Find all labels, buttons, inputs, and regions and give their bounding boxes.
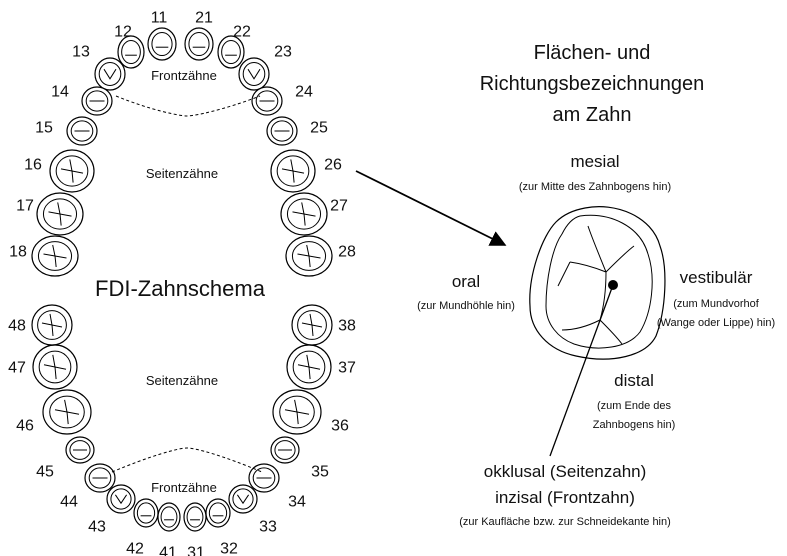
- tooth-23: [239, 58, 269, 90]
- tooth-number-16: 16: [24, 157, 42, 174]
- tooth-15: [67, 117, 97, 145]
- tooth-25: [267, 117, 297, 145]
- tooth-24: [252, 87, 282, 115]
- tooth-22: [218, 36, 244, 68]
- tooth-number-23: 23: [274, 44, 292, 61]
- tooth-27: [281, 193, 327, 235]
- tooth-33: [229, 485, 257, 513]
- distal-term: distal: [614, 371, 654, 390]
- tooth-42: [134, 499, 158, 527]
- tooth-45: [66, 437, 94, 463]
- occlusal-term: okklusal (Seitenzahn): [484, 462, 647, 481]
- tooth-44: [85, 464, 115, 492]
- distal-note-line-1: (zum Ende des: [597, 400, 671, 412]
- tooth-43: [107, 485, 135, 513]
- oral-term: oral: [452, 272, 480, 291]
- tooth-48: [32, 305, 72, 345]
- tooth-number-18: 18: [9, 244, 27, 261]
- detail-heading-line-3: am Zahn: [553, 104, 632, 126]
- tooth-47: [33, 345, 77, 389]
- incisal-term: inzisal (Frontzahn): [495, 488, 635, 507]
- vestibular-note-line-2: (Wange oder Lippe) hin): [657, 317, 775, 329]
- tooth-number-24: 24: [295, 84, 313, 101]
- tooth-11: [148, 28, 176, 60]
- detail-tooth-outline: [530, 207, 665, 359]
- tooth-number-15: 15: [35, 120, 53, 137]
- detail-heading-line-2: Richtungsbezeichnungen: [480, 73, 705, 95]
- tooth-32: [206, 499, 230, 527]
- diagram-title: FDI-Zahnschema: [95, 276, 266, 301]
- tooth-number-27: 27: [330, 198, 348, 215]
- tooth-number-13: 13: [72, 44, 90, 61]
- occlusal-note: (zur Kaufläche bzw. zur Schneidekante hi…: [459, 516, 671, 528]
- tooth-number-14: 14: [51, 84, 69, 101]
- tooth-number-35: 35: [311, 464, 329, 481]
- mesial-term: mesial: [570, 152, 619, 171]
- tooth-number-33: 33: [259, 519, 277, 536]
- tooth-number-45: 45: [36, 464, 54, 481]
- tooth-number-47: 47: [8, 360, 26, 377]
- tooth-28: [286, 236, 332, 276]
- tooth-number-37: 37: [338, 360, 356, 377]
- tooth-number-43: 43: [88, 519, 106, 536]
- tooth-46: [43, 390, 91, 434]
- tooth-number-28: 28: [338, 244, 356, 261]
- tooth-number-25: 25: [310, 120, 328, 137]
- tooth-number-26: 26: [324, 157, 342, 174]
- tooth-38: [292, 305, 332, 345]
- vestibular-note-line-1: (zum Mundvorhof: [673, 298, 760, 310]
- upper-side-label: Seitenzähne: [146, 166, 218, 181]
- tooth-37: [287, 345, 331, 389]
- tooth-number-46: 46: [16, 418, 34, 435]
- tooth-31: [184, 503, 206, 531]
- oral-note: (zur Mundhöhle hin): [417, 300, 515, 312]
- tooth-36: [273, 390, 321, 434]
- tooth-17: [37, 193, 83, 235]
- tooth-number-11: 11: [151, 10, 168, 27]
- tooth-14: [82, 87, 112, 115]
- upper-front-label: Frontzähne: [151, 68, 217, 83]
- tooth-number-36: 36: [331, 418, 349, 435]
- tooth-number-12: 12: [114, 24, 132, 41]
- tooth-number-32: 32: [220, 541, 238, 556]
- tooth-number-44: 44: [60, 494, 78, 511]
- tooth-number-17: 17: [16, 198, 34, 215]
- tooth-number-22: 22: [233, 24, 251, 41]
- tooth-18: [32, 236, 78, 276]
- tooth-16: [50, 150, 94, 192]
- vestibular-term: vestibulär: [680, 268, 753, 287]
- tooth-number-38: 38: [338, 318, 356, 335]
- upper-front-boundary: [116, 96, 260, 116]
- tooth-number-31: 31: [187, 545, 205, 556]
- tooth-number-21: 21: [195, 10, 213, 27]
- tooth-number-41: 41: [159, 545, 177, 556]
- lower-front-label: Frontzähne: [151, 480, 217, 495]
- tooth-26: [271, 150, 315, 192]
- tooth-number-34: 34: [288, 494, 306, 511]
- mesial-note: (zur Mitte des Zahnbogens hin): [519, 181, 671, 193]
- lower-side-label: Seitenzähne: [146, 373, 218, 388]
- tooth-35: [271, 437, 299, 463]
- arrow-to-detail: [356, 171, 505, 245]
- tooth-21: [185, 28, 213, 60]
- detail-heading-line-1: Flächen- und: [534, 42, 651, 64]
- lower-front-boundary: [112, 448, 262, 472]
- tooth-number-42: 42: [126, 541, 144, 556]
- tooth-41: [158, 503, 180, 531]
- tooth-12: [118, 36, 144, 68]
- tooth-13: [95, 58, 125, 90]
- distal-note-line-2: Zahnbogens hin): [593, 419, 676, 431]
- tooth-number-48: 48: [8, 318, 26, 335]
